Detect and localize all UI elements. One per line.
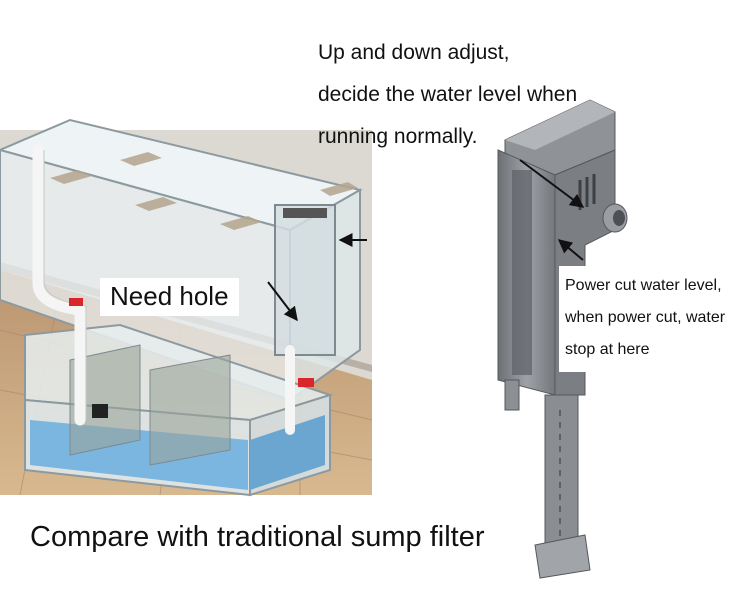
note-line: Power cut water level, <box>565 277 722 294</box>
note-line: stop at here <box>565 341 650 358</box>
comparison-caption: Compare with traditional sump filter <box>30 521 485 553</box>
note-line: decide the water level when <box>318 83 578 106</box>
note-line: Up and down adjust, <box>318 41 510 64</box>
note-line: running normally. <box>318 125 478 148</box>
note-line: when power cut, water <box>565 309 726 326</box>
aquarium-tank-illustration <box>0 118 373 497</box>
need-hole-label: Need hole <box>100 278 239 316</box>
pointer-arrow-icon <box>267 159 585 322</box>
power-cut-water-level-note: Power cut water level, when power cut, w… <box>559 266 750 372</box>
water-level-adjust-note: Up and down adjust, decide the water lev… <box>318 32 577 158</box>
